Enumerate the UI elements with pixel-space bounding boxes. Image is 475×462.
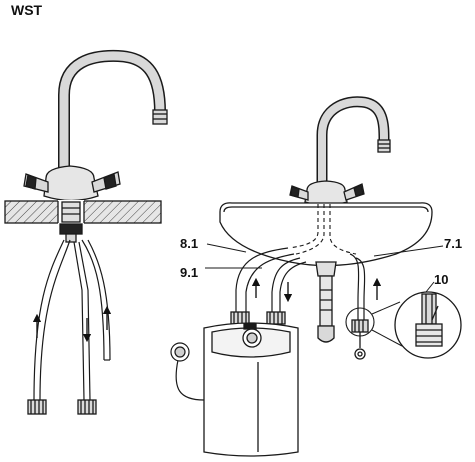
callout-8-1: 8.1 (180, 236, 198, 251)
callout-7-1: 7.1 (444, 236, 462, 251)
heater-cold-fitting (266, 311, 286, 325)
right-supply-hoses (235, 247, 366, 320)
callout-10: 10 (434, 272, 448, 287)
callout-9-1: 9.1 (180, 265, 198, 280)
power-cable (170, 342, 205, 401)
left-hose-fitting-1 (27, 399, 47, 415)
right-spout-aerator (377, 139, 391, 153)
left-hot-handle (23, 173, 49, 193)
right-hot-handle (289, 185, 309, 201)
left-hose-fitting-2 (77, 399, 97, 415)
left-spout-aerator (152, 109, 168, 125)
detail-callout (345, 291, 462, 359)
left-mixer-body (43, 165, 99, 202)
left-cold-handle (91, 171, 121, 193)
right-mixer-body (304, 180, 348, 206)
right-installation (170, 96, 462, 457)
water-heater (203, 322, 299, 457)
left-mounting-nut (59, 223, 83, 235)
sink-basin (219, 202, 433, 267)
left-supply-hoses (33, 239, 111, 401)
left-spout (58, 49, 166, 178)
left-faucet-assembly (4, 49, 168, 415)
heater-hot-fitting (230, 311, 250, 325)
right-cold-handle (343, 183, 365, 201)
diagram-title: WST (11, 2, 43, 18)
cold-supply-fitting (351, 319, 369, 360)
sink-drain (315, 261, 337, 343)
